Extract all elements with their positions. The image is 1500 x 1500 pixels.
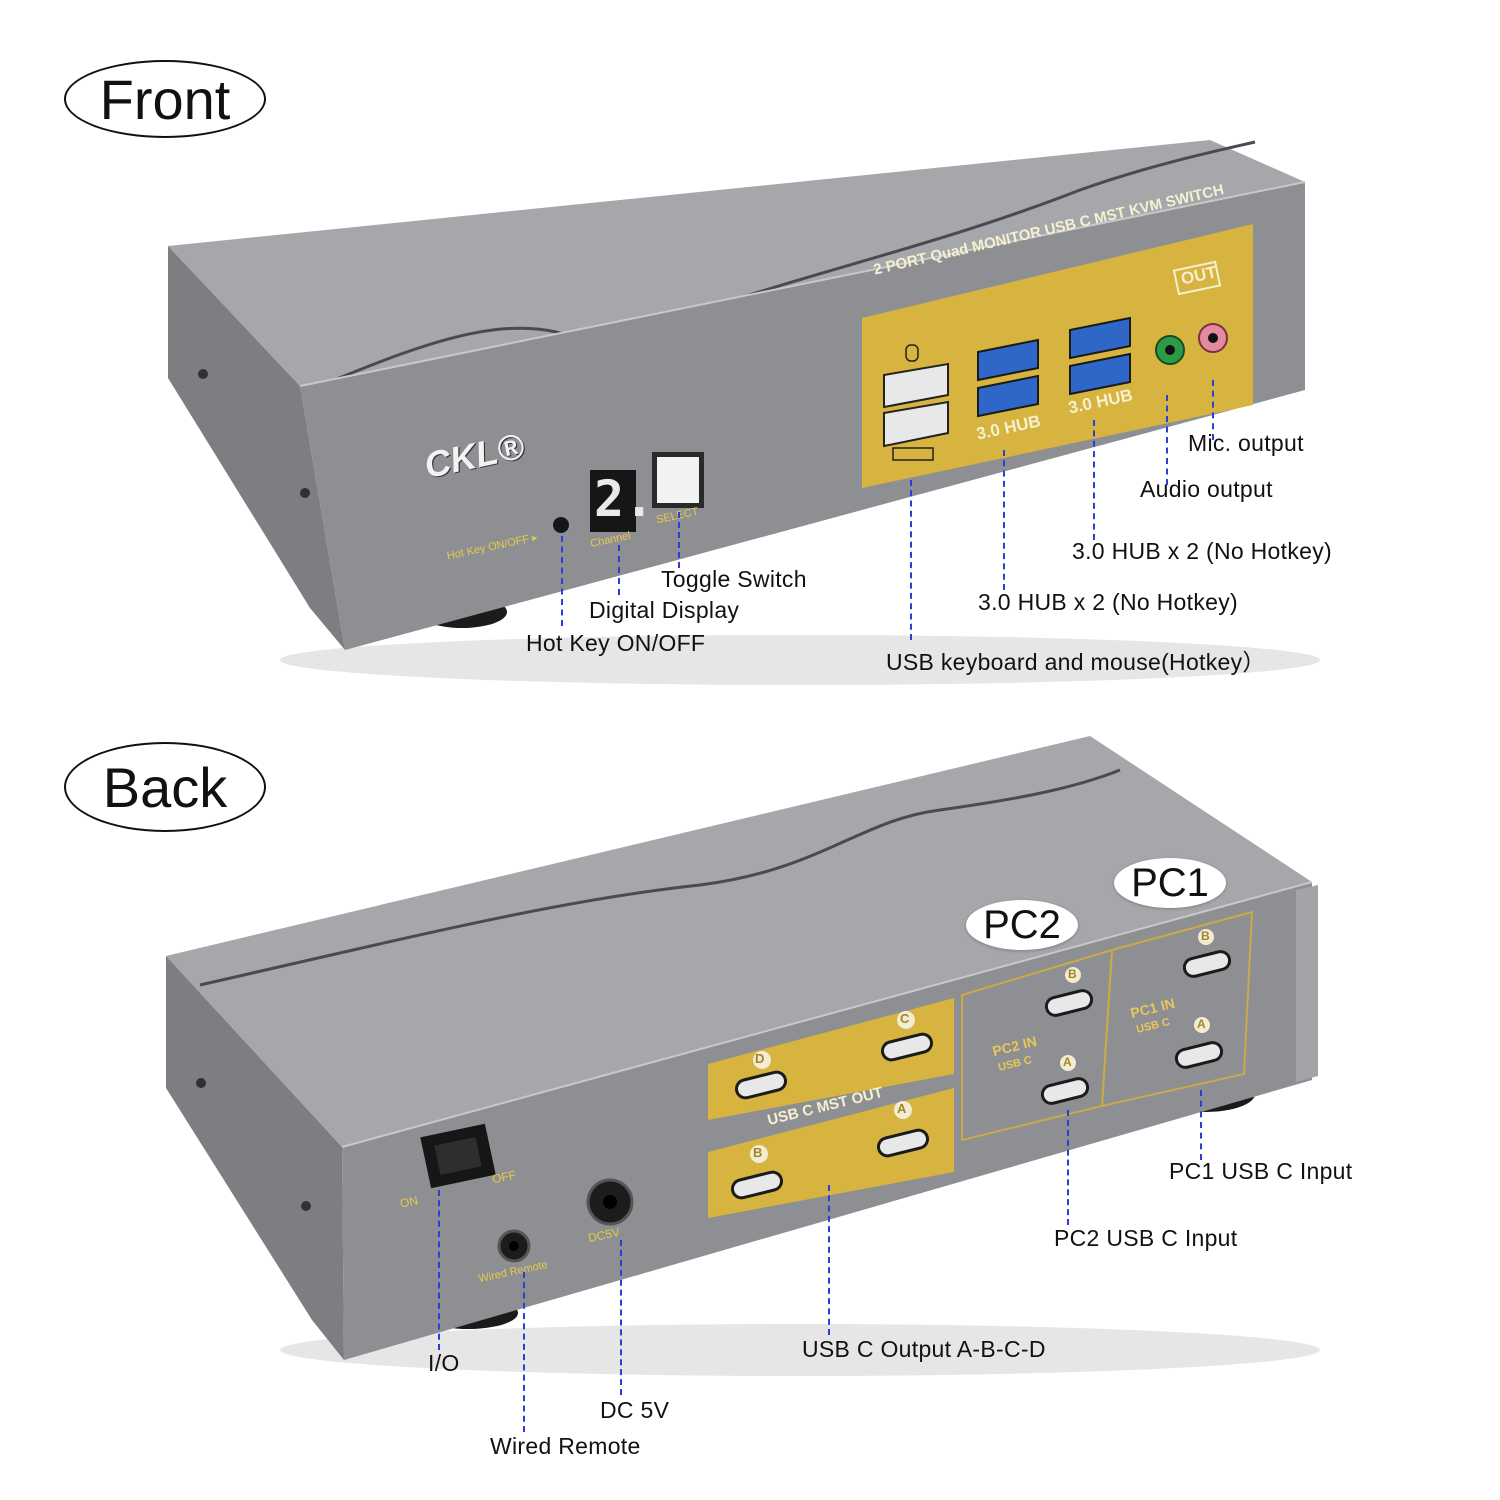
callout-usbc-output: USB C Output A-B-C-D <box>802 1336 1046 1362</box>
callout-audio-output: Audio output <box>1140 476 1273 502</box>
leader-hub-right <box>1093 420 1095 540</box>
digital-display-screen <box>590 470 636 532</box>
callout-dc: DC 5V <box>600 1397 670 1423</box>
leader-display <box>618 545 620 595</box>
usbc-ports <box>730 950 1232 1200</box>
callout-pc1-input: PC1 USB C Input <box>1169 1158 1353 1184</box>
pc1-panel-outline <box>1100 910 1254 1108</box>
callout-hub-left: 3.0 HUB x 2 (No Hotkey) <box>978 589 1238 615</box>
keyboard-mouse-ports <box>883 344 949 461</box>
callout-keyboard-mouse: USB keyboard and mouse(Hotkey） <box>886 649 1266 675</box>
leader-remote <box>523 1272 525 1432</box>
display-digit: 2. <box>594 470 655 528</box>
callout-pc2-input: PC2 USB C Input <box>1054 1225 1238 1251</box>
leader-pc1 <box>1200 1090 1202 1160</box>
port-c-top: C <box>900 1011 910 1026</box>
callout-hot-key: Hot Key ON/OFF <box>526 630 706 656</box>
callout-io: I/O <box>428 1350 460 1376</box>
callout-toggle-switch: Toggle Switch <box>661 566 807 592</box>
port-a-pc2: A <box>1063 1055 1072 1069</box>
port-b-pc1: B <box>1201 929 1210 943</box>
front-heading: Front <box>64 60 266 138</box>
leader-hub-left <box>1003 450 1005 590</box>
callout-wired-remote: Wired Remote <box>490 1433 641 1459</box>
leader-dc <box>620 1240 622 1395</box>
port-a-pc1: A <box>1197 1017 1206 1031</box>
front-heading-text: Front <box>99 67 231 131</box>
port-a-mst: A <box>897 1101 907 1116</box>
callout-hub-right: 3.0 HUB x 2 (No Hotkey) <box>1072 538 1332 564</box>
callout-mic-output: Mic. output <box>1188 430 1304 456</box>
leader-toggle <box>678 512 680 568</box>
leader-audio <box>1166 395 1168 485</box>
hotkey-button <box>553 517 569 533</box>
callout-digital-display: Digital Display <box>589 597 740 623</box>
leader-mic <box>1212 380 1214 440</box>
front-device <box>168 140 1320 685</box>
leader-io <box>438 1190 440 1350</box>
pc1-tag: PC1 <box>1114 858 1226 908</box>
pc2-tag: PC2 <box>966 900 1078 950</box>
back-heading-text: Back <box>102 755 228 819</box>
front-yellow-panel <box>862 224 1253 488</box>
leader-keyboard <box>910 480 912 640</box>
pc2-tag-text: PC2 <box>983 902 1061 947</box>
leader-usbc-out <box>828 1185 830 1335</box>
leader-pc2 <box>1067 1110 1069 1225</box>
hub-ports-right <box>1069 316 1131 396</box>
port-b-pc2: B <box>1068 967 1077 981</box>
pc1-tag-text: PC1 <box>1131 860 1209 905</box>
port-d-top: D <box>755 1051 765 1066</box>
hub-ports-left <box>977 338 1039 418</box>
port-b-mst: B <box>753 1145 763 1160</box>
toggle-switch-button <box>657 457 699 503</box>
leader-hotkey <box>561 536 563 626</box>
back-heading: Back <box>64 742 266 832</box>
